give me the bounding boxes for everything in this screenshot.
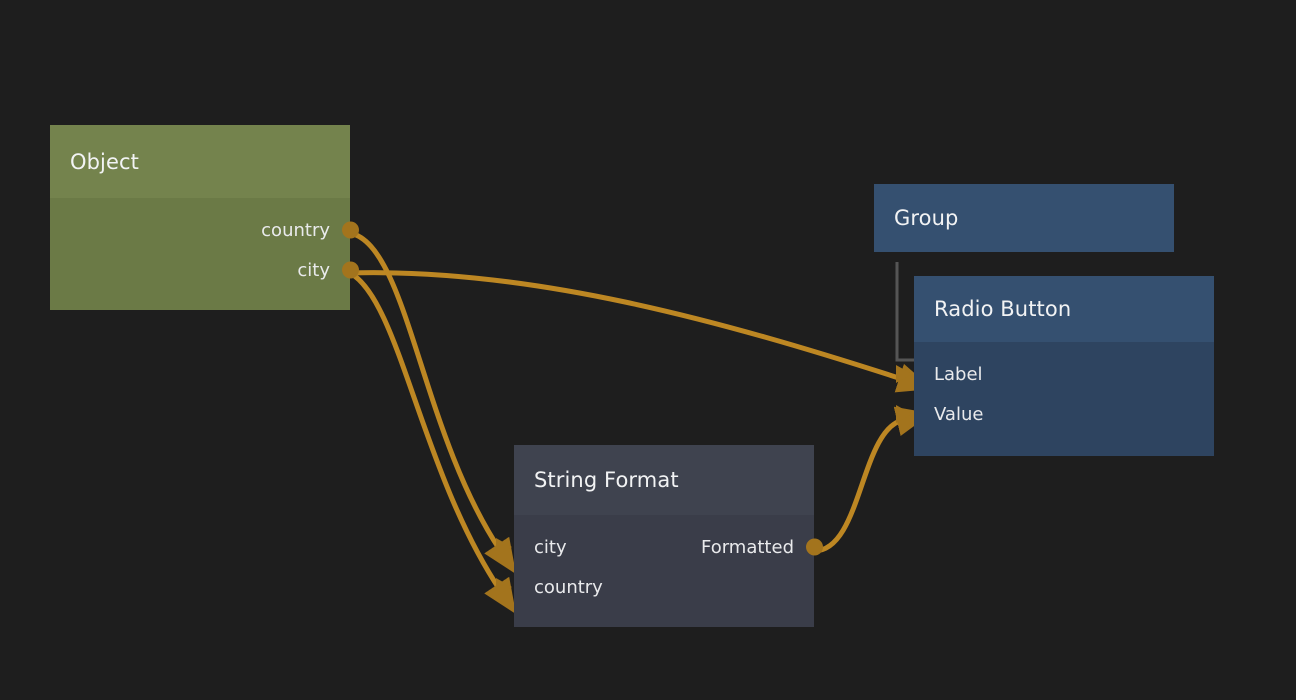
output-port-city[interactable]: city bbox=[50, 250, 359, 290]
input-port-country[interactable]: country bbox=[496, 567, 814, 607]
output-port-country[interactable]: country bbox=[50, 210, 359, 250]
node-radio-button-body: Label Value bbox=[896, 342, 1214, 456]
input-port-value[interactable]: Value bbox=[896, 394, 1214, 434]
node-group-title: Group bbox=[894, 206, 959, 230]
node-object-header[interactable]: Object bbox=[50, 125, 350, 198]
node-string-format[interactable]: String Format city Formatted country bbox=[496, 445, 823, 627]
node-radio-button-title: Radio Button bbox=[934, 297, 1072, 321]
input-socket-value-arrow-icon[interactable] bbox=[896, 405, 912, 423]
node-object-body: country city bbox=[50, 198, 359, 310]
output-port-formatted-label: Formatted bbox=[701, 536, 794, 558]
port-row-city-formatted[interactable]: city Formatted bbox=[496, 527, 823, 567]
edge-object-country-to-strfmt-city bbox=[349, 230, 517, 575]
node-radio-button-header[interactable]: Radio Button bbox=[914, 276, 1214, 342]
input-port-label-text: Label bbox=[934, 363, 983, 385]
output-socket-city-dot-icon[interactable] bbox=[341, 261, 359, 279]
node-object[interactable]: Object country city bbox=[50, 125, 359, 310]
node-radio-button[interactable]: Radio Button Label Value bbox=[896, 276, 1214, 456]
node-string-format-title: String Format bbox=[534, 468, 679, 492]
node-string-format-body: city Formatted country bbox=[496, 515, 823, 627]
edge-strfmt-formatted-to-radio-value bbox=[813, 406, 932, 554]
output-port-city-label: city bbox=[297, 259, 330, 281]
node-object-title: Object bbox=[70, 149, 139, 174]
input-port-city-label: city bbox=[534, 536, 567, 558]
output-socket-country-dot-icon[interactable] bbox=[341, 221, 359, 239]
output-socket-formatted-dot-icon[interactable] bbox=[805, 538, 823, 556]
node-group-header[interactable]: Group bbox=[874, 184, 1174, 252]
input-port-label[interactable]: Label bbox=[896, 354, 1214, 394]
input-socket-country-arrow-icon[interactable] bbox=[496, 578, 512, 596]
input-socket-city-arrow-icon[interactable] bbox=[496, 538, 512, 556]
output-port-country-label: country bbox=[261, 219, 330, 241]
node-group[interactable]: Group bbox=[874, 184, 1174, 252]
edge-object-city-to-radio-label bbox=[349, 270, 933, 393]
input-port-value-text: Value bbox=[934, 403, 984, 425]
input-port-country-label: country bbox=[534, 576, 603, 598]
edge-object-city-to-strfmt-country bbox=[348, 270, 517, 615]
node-string-format-header[interactable]: String Format bbox=[514, 445, 814, 515]
input-socket-label-arrow-icon[interactable] bbox=[896, 365, 912, 383]
